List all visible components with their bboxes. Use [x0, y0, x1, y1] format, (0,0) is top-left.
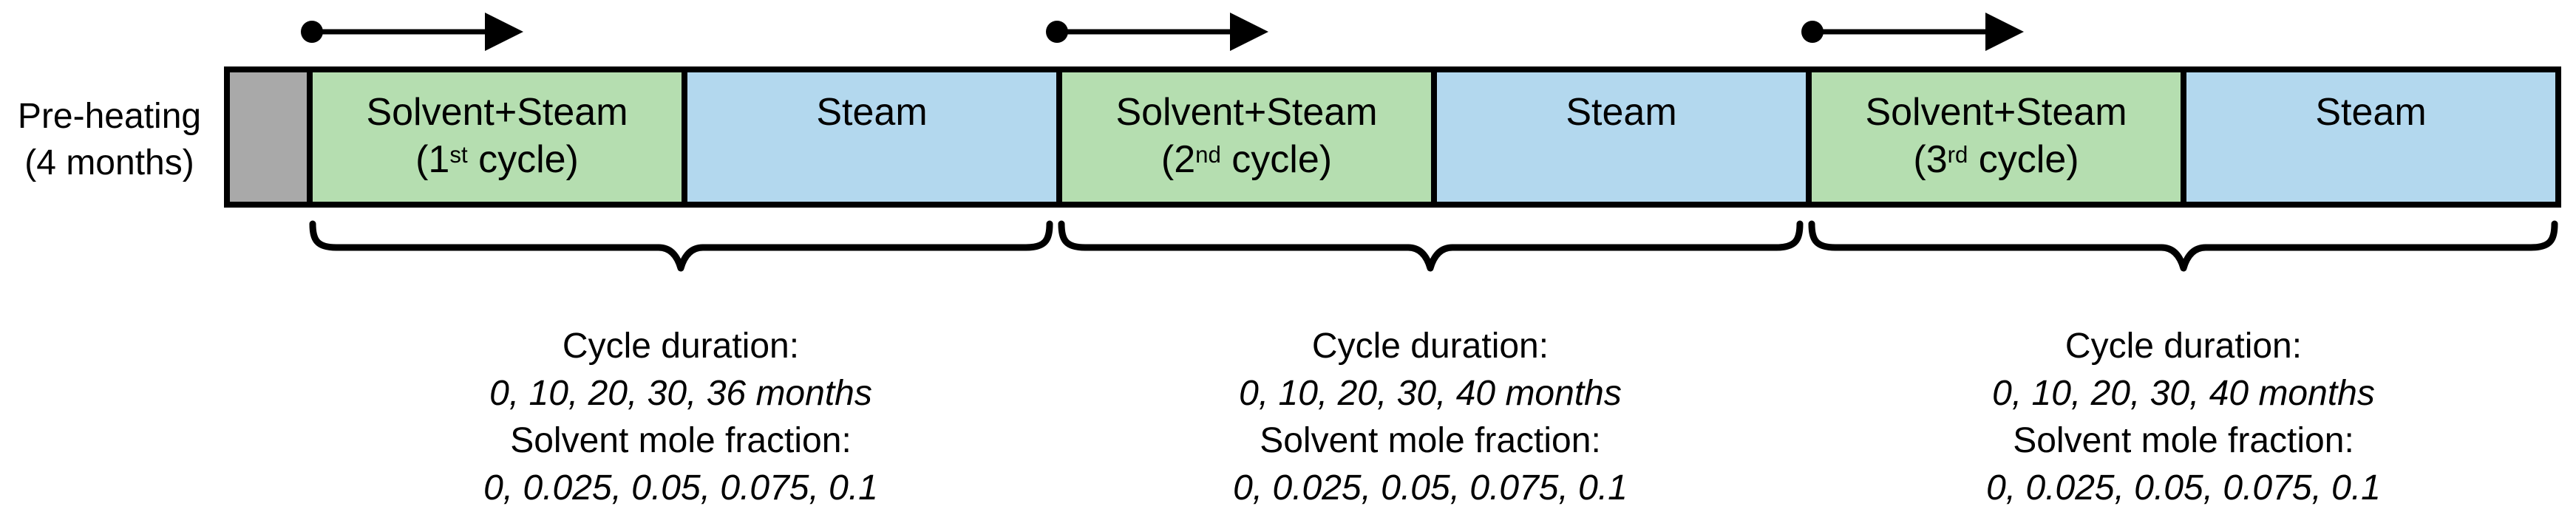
cycle-3-arrow-icon — [1801, 13, 2024, 51]
pre-heating-label-line1: Pre-heating — [17, 97, 202, 136]
mole-fraction-values: 0, 0.025, 0.05, 0.075, 0.1 — [1986, 468, 2381, 508]
segment-label: Steam — [816, 91, 928, 134]
timeline-bar: Solvent+Steam (1st cycle) Steam Solvent+… — [224, 66, 2561, 208]
cycle-duration-label: Cycle duration: — [1311, 327, 1549, 366]
segment-steam-1: Steam — [687, 72, 1056, 202]
cycle-duration-values: 0, 10, 20, 30, 36 months — [489, 374, 872, 413]
cycle-1-brace — [309, 220, 1053, 272]
cycle-2-params: Cycle duration: 0, 10, 20, 30, 40 months… — [1120, 323, 1741, 512]
segment-solvent-steam-cycle-1: Solvent+Steam (1st cycle) — [313, 72, 682, 202]
pre-heating-label-line2: (4 months) — [24, 143, 194, 182]
segment-sublabel: (1st cycle) — [415, 138, 579, 181]
segment-solvent-steam-cycle-2: Solvent+Steam (2nd cycle) — [1062, 72, 1431, 202]
segment-pre-heating — [230, 72, 307, 202]
cycle-3-params: Cycle duration: 0, 10, 20, 30, 40 months… — [1873, 323, 2494, 512]
segment-label: Solvent+Steam — [1115, 91, 1378, 134]
cycle-duration-values: 0, 10, 20, 30, 40 months — [1992, 374, 2375, 413]
segment-sublabel: (3rd cycle) — [1913, 138, 2079, 181]
cycle-3-brace — [1808, 220, 2558, 272]
cycle-2-brace — [1058, 220, 1804, 272]
segment-label: Solvent+Steam — [366, 91, 628, 134]
cycle-2-arrow-icon — [1046, 13, 1268, 51]
pre-heating-label: Pre-heating (4 months) — [0, 93, 219, 186]
segment-solvent-steam-cycle-3: Solvent+Steam (3rd cycle) — [1812, 72, 2181, 202]
mole-fraction-label: Solvent mole fraction: — [2013, 421, 2354, 460]
cycle-1-params: Cycle duration: 0, 10, 20, 30, 36 months… — [370, 323, 991, 512]
segment-steam-2: Steam — [1437, 72, 1806, 202]
segment-sublabel: (2nd cycle) — [1160, 138, 1333, 181]
cycle-duration-label: Cycle duration: — [2064, 327, 2303, 366]
mole-fraction-values: 0, 0.025, 0.05, 0.075, 0.1 — [1233, 468, 1628, 508]
mole-fraction-label: Solvent mole fraction: — [1260, 421, 1601, 460]
cycle-duration-values: 0, 10, 20, 30, 40 months — [1239, 374, 1622, 413]
segment-steam-3: Steam — [2186, 72, 2555, 202]
cycle-duration-label: Cycle duration: — [562, 327, 800, 366]
mole-fraction-values: 0, 0.025, 0.05, 0.075, 0.1 — [483, 468, 878, 508]
cycle-1-arrow-icon — [301, 13, 523, 51]
segment-label: Steam — [1566, 91, 1677, 134]
segment-label: Solvent+Steam — [1865, 91, 2127, 134]
mole-fraction-label: Solvent mole fraction: — [510, 421, 852, 460]
segment-label: Steam — [2315, 91, 2427, 134]
